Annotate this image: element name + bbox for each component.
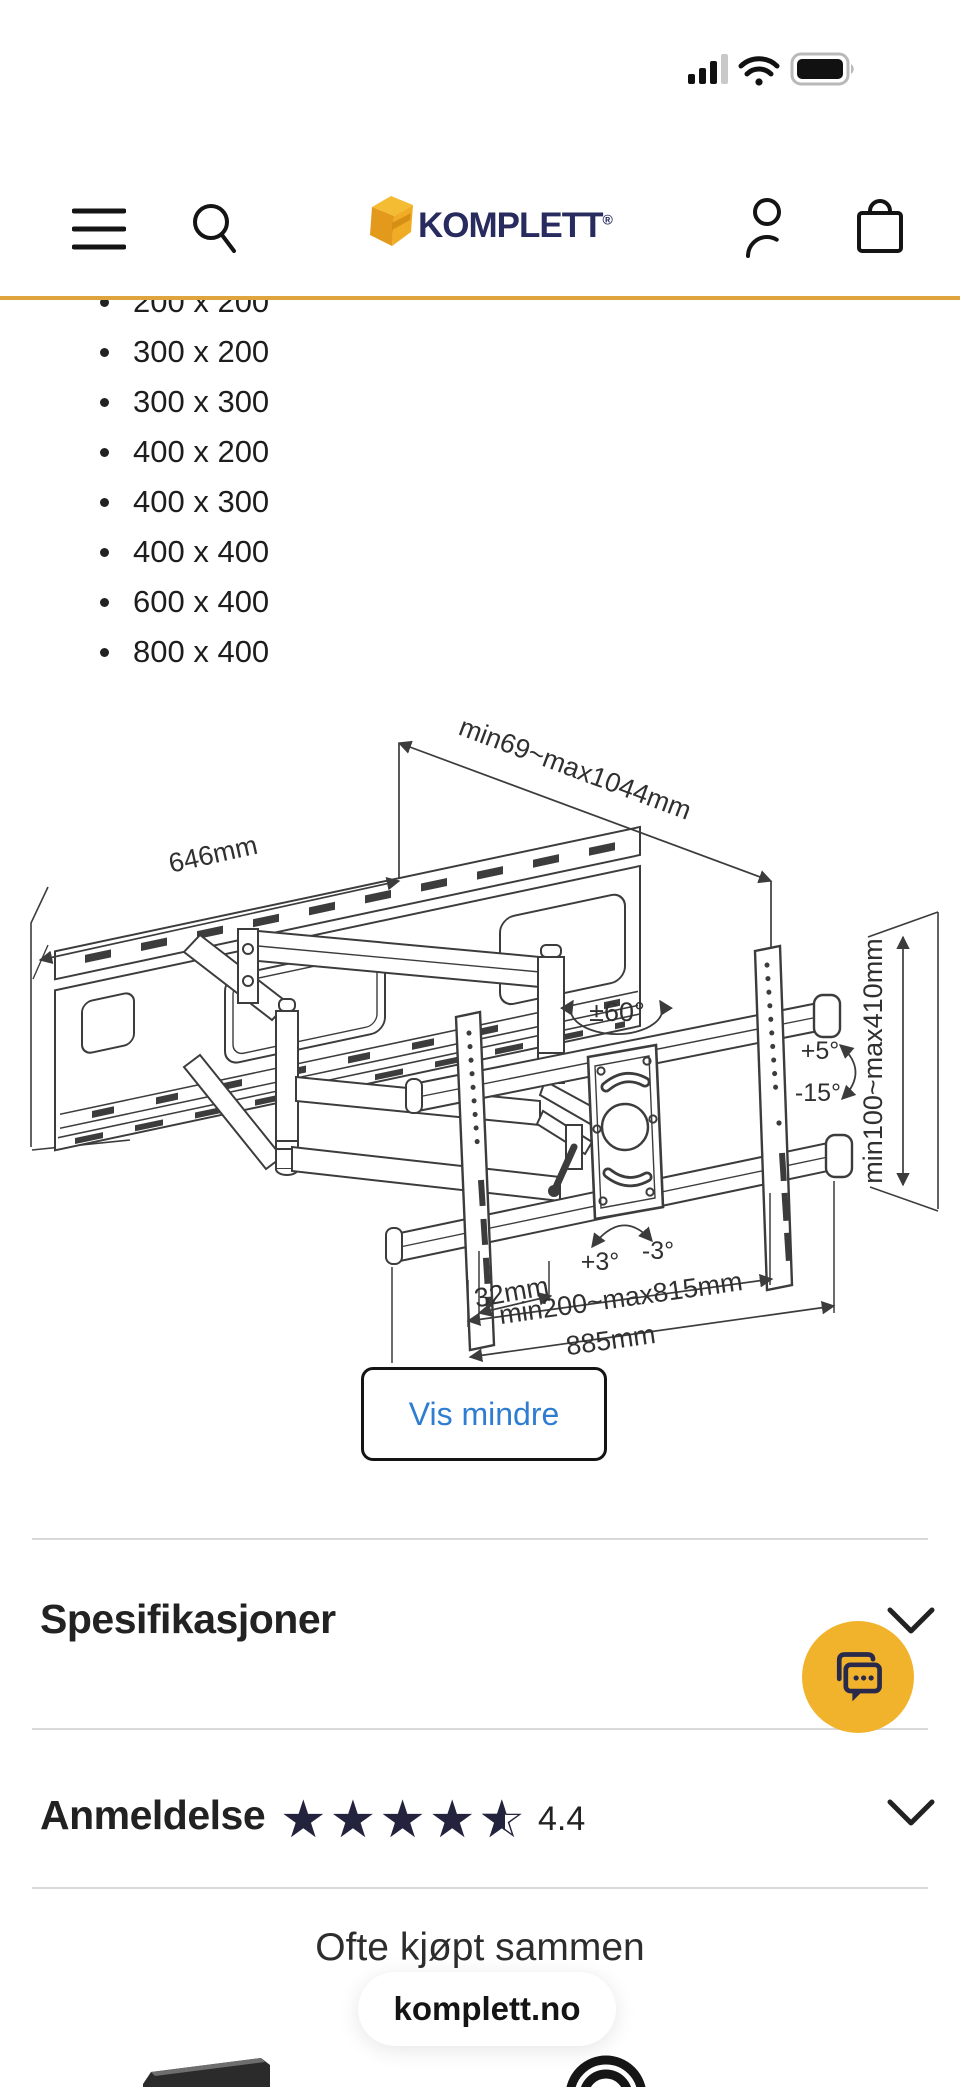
related-product-image[interactable]	[565, 2048, 647, 2087]
chat-bubbles-icon	[836, 1652, 882, 1702]
chat-fab-button[interactable]	[802, 1621, 914, 1733]
list-item: 600 x 400	[0, 577, 500, 627]
related-product-image[interactable]	[143, 2056, 273, 2087]
divider	[32, 1728, 928, 1730]
battery-icon	[790, 52, 854, 86]
list-item: 400 x 200	[0, 427, 500, 477]
specifications-title: Spesifikasjoner	[40, 1596, 336, 1642]
show-less-label: Vis mindre	[408, 1395, 560, 1432]
list-item: 400 x 300	[0, 477, 500, 527]
menu-icon[interactable]	[72, 206, 126, 252]
dim-level-plus: +3°	[581, 1248, 620, 1276]
section-specifications[interactable]: Spesifikasjoner	[40, 1596, 336, 1643]
star-icon: ★	[280, 1790, 330, 1850]
cart-icon[interactable]	[854, 196, 906, 256]
star-icon: ★	[379, 1790, 429, 1850]
star-icon: ★	[329, 1790, 380, 1850]
dim-tilt-up: +5°	[801, 1037, 840, 1065]
star-icon: ★	[428, 1790, 479, 1850]
komplett-logo-wordmark[interactable]: KOMPLETT®	[418, 206, 613, 246]
show-less-button[interactable]: Vis mindre	[361, 1367, 607, 1461]
dim-vertical-range: min100~max410mm	[858, 938, 888, 1183]
dim-wall-plate-width: 646mm	[166, 830, 260, 879]
status-icons	[688, 52, 854, 86]
account-icon[interactable]	[742, 198, 792, 258]
wifi-icon	[738, 56, 780, 86]
watermark-pill: komplett.no	[358, 1972, 616, 2046]
chevron-down-icon[interactable]	[886, 1798, 936, 1828]
dim-swivel-range: ±60°	[589, 997, 645, 1027]
product-dimension-diagram: 646mm min69~max1044mm ±60° +5° -15° min1…	[30, 712, 939, 1363]
star-rating: ★★★★☆★	[280, 1790, 528, 1850]
list-item: 400 x 400	[0, 527, 500, 577]
watermark-text: komplett.no	[393, 1990, 581, 2027]
divider	[32, 1887, 928, 1889]
reviews-title: Anmeldelse	[40, 1792, 266, 1838]
chevron-down-icon[interactable]	[886, 1606, 936, 1636]
list-item: 300 x 200	[0, 327, 500, 377]
brand-reg: ®	[602, 211, 612, 228]
rating-value: 4.4	[538, 1800, 586, 1838]
dim-total-width: 885mm	[564, 1319, 657, 1361]
brand-text: KOMPLETT	[418, 206, 603, 245]
list-item: 300 x 300	[0, 377, 500, 427]
dim-tilt-down: -15°	[795, 1079, 841, 1107]
section-reviews[interactable]: Anmeldelse	[40, 1792, 266, 1839]
divider	[32, 1538, 928, 1540]
search-icon[interactable]	[188, 200, 242, 258]
list-item: 800 x 400	[0, 627, 500, 677]
komplett-logo-icon[interactable]	[370, 196, 414, 248]
dim-level-minus: -3°	[642, 1237, 674, 1265]
star-icon: ☆★	[478, 1790, 529, 1850]
signal-icon	[688, 54, 728, 84]
often-bought-title: Ofte kjøpt sammen	[315, 1926, 645, 1969]
